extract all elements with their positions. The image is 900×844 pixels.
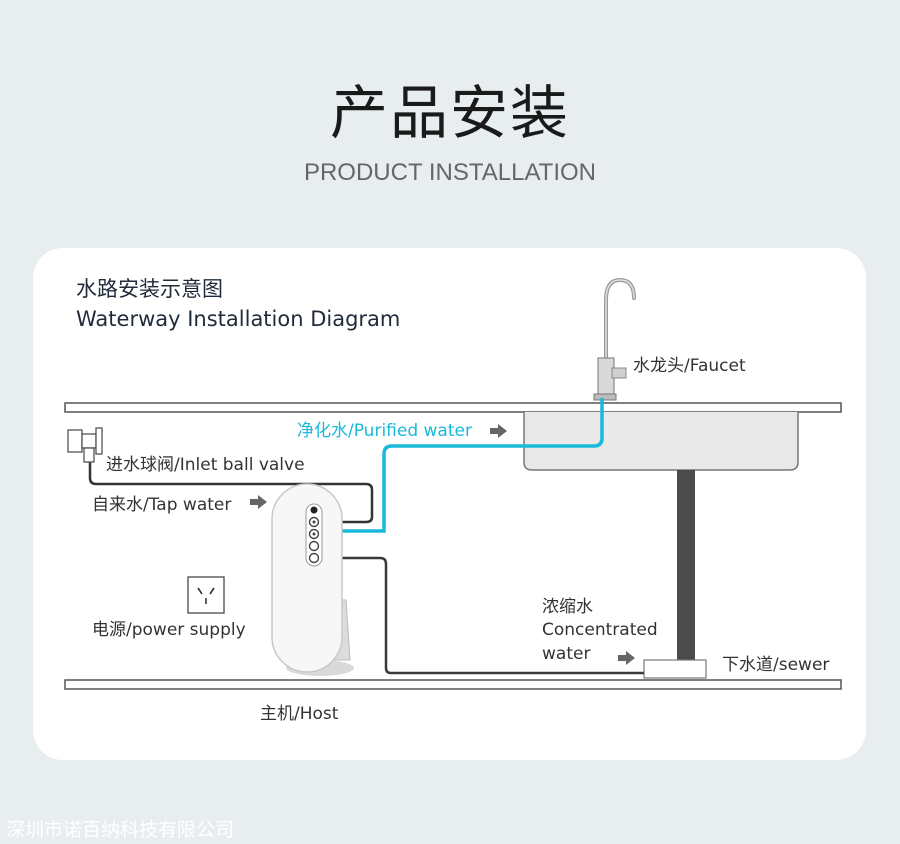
purified-water-arrow-icon bbox=[490, 424, 507, 438]
inlet-ball-valve-icon bbox=[67, 427, 103, 463]
purified-water-label: 净化水/Purified water bbox=[297, 421, 472, 441]
host-label: 主机/Host bbox=[260, 704, 339, 724]
concentrated-water-label-zh: 浓缩水 bbox=[542, 597, 593, 617]
diagram-card bbox=[33, 248, 866, 760]
page-title: 产品安装 bbox=[329, 79, 570, 147]
concentrated-water-arrow-icon bbox=[618, 651, 635, 665]
sink-basin bbox=[523, 412, 799, 471]
company-watermark: 深圳市诺百纳科技有限公司 bbox=[6, 819, 235, 841]
power-outlet-icon bbox=[187, 576, 225, 614]
power-supply-label: 电源/power supply bbox=[92, 620, 246, 640]
sewer-label: 下水道/sewer bbox=[722, 655, 830, 675]
sewer-fitting bbox=[643, 659, 707, 679]
cabinet-floor bbox=[64, 679, 842, 690]
page-subtitle: PRODUCT INSTALLATION bbox=[303, 159, 597, 186]
concentrated-water-pipe bbox=[318, 556, 644, 675]
drain-pipe bbox=[677, 470, 695, 664]
concentrated-water-label-en-1: Concentrated bbox=[542, 620, 658, 640]
tap-water-label: 自来水/Tap water bbox=[92, 495, 232, 515]
host-unit-icon bbox=[271, 483, 354, 676]
diagram-heading-en: Waterway Installation Diagram bbox=[76, 307, 401, 331]
tap-water-arrow-icon bbox=[250, 495, 267, 509]
faucet-icon bbox=[593, 277, 636, 401]
purified-water-pipe bbox=[318, 398, 604, 533]
tap-water-pipe bbox=[88, 462, 374, 524]
diagram-heading-zh: 水路安装示意图 bbox=[76, 277, 223, 301]
faucet-label: 水龙头/Faucet bbox=[633, 356, 746, 376]
countertop bbox=[64, 402, 842, 413]
concentrated-water-label-en-2: water bbox=[542, 644, 591, 664]
inlet-ball-valve-label: 进水球阀/Inlet ball valve bbox=[106, 455, 305, 475]
